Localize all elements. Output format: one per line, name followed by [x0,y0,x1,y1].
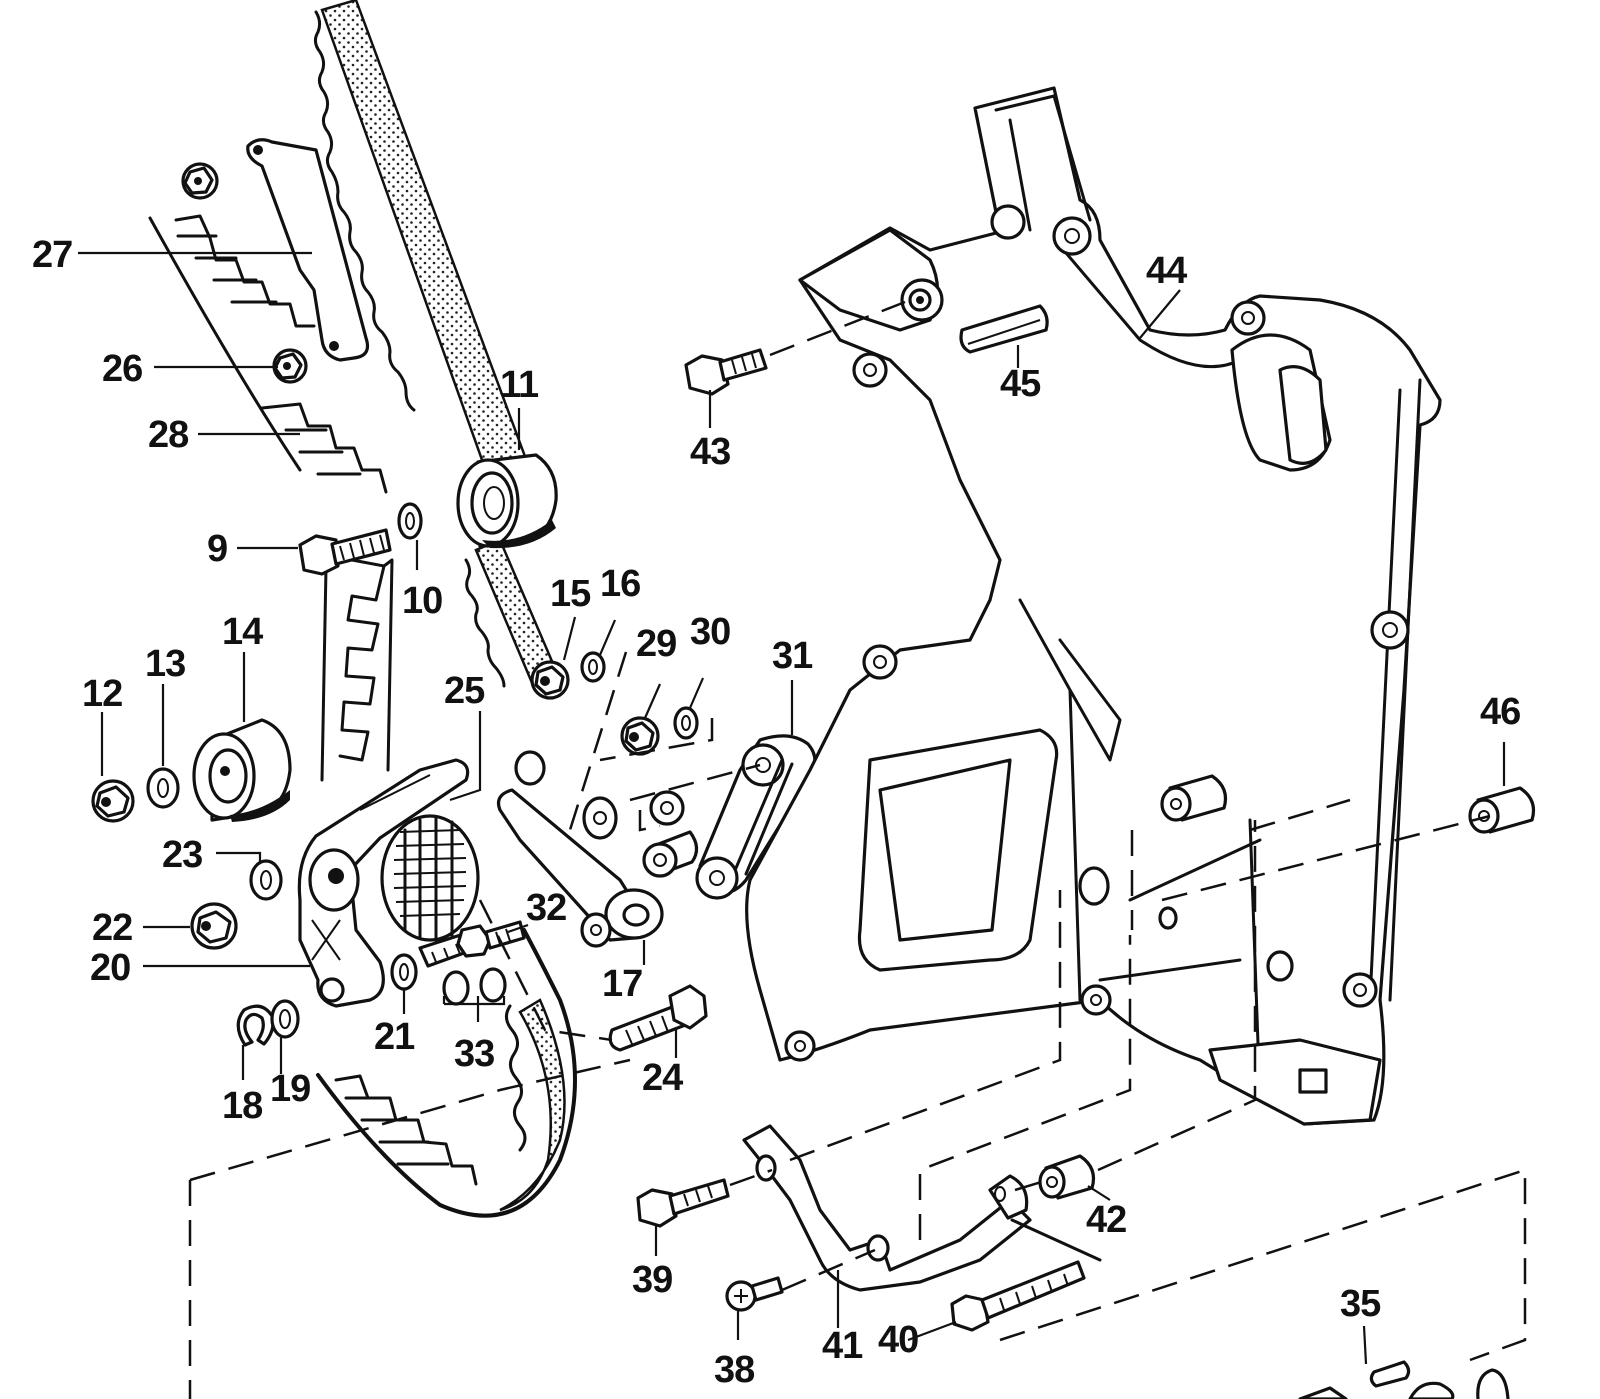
callout-35: 35 [1340,1283,1381,1325]
callout-13: 13 [145,643,185,685]
callout-14: 14 [222,611,263,653]
timing-belt-toothed-strand [148,214,394,782]
callout-24: 24 [642,1057,683,1099]
stud-32 [418,920,526,968]
washer-23 [249,859,283,901]
callout-43: 43 [690,431,730,473]
flange-nut-top [181,162,219,200]
washer-16 [580,651,606,683]
pin-35 [1369,1360,1411,1388]
cover-boss-43 [798,228,944,332]
callout-23: 23 [162,834,202,876]
callout-16: 16 [600,563,640,605]
belt-guide-27 [246,138,370,362]
callout-labels: 27 26 28 11 9 10 15 16 14 13 12 29 30 31… [32,234,1521,1391]
bolt-39 [636,1178,730,1228]
assembly-dashed-lines [188,300,1527,1399]
washer-30 [673,706,699,740]
callout-27: 27 [32,234,72,276]
tensioner-pulley-25 [380,814,480,942]
sleeves-31 [642,790,699,878]
washer-10 [397,502,423,540]
callout-42: 42 [1086,1199,1126,1241]
bolt-40 [950,1260,1086,1332]
leader-lines [78,251,1506,1365]
bolt-24 [608,984,708,1052]
spacer-42 [1038,1154,1096,1200]
flange-nut-26 [272,348,308,384]
callout-41: 41 [822,1325,863,1367]
spacer-cover-left [1160,774,1228,822]
callout-44: 44 [1146,250,1187,292]
nut-22 [190,902,238,950]
callout-32: 32 [526,887,566,929]
timing-belt-upper-strand [313,0,562,692]
callout-33: 33 [454,1033,494,1075]
callout-38: 38 [714,1349,754,1391]
washer-13 [146,767,180,809]
nut-15 [530,660,570,700]
callout-31: 31 [772,635,813,677]
callout-39: 39 [632,1259,672,1301]
callout-30: 30 [690,611,730,653]
timing-cover-44 [745,86,1442,1126]
callout-11: 11 [500,364,539,406]
callout-9: 9 [207,528,227,570]
callout-20: 20 [90,947,130,989]
bolt-43 [684,348,768,396]
tensioner-damper-17 [496,750,664,948]
callout-46: 46 [1480,691,1520,733]
callout-26: 26 [102,348,142,390]
seal-strip-45 [959,304,1049,354]
partial-parts-bottom-right [1298,1368,1510,1399]
callout-12: 12 [82,673,122,715]
nut-29 [620,716,660,756]
callout-18: 18 [222,1085,262,1127]
idler-pulley-14 [192,718,292,822]
spacer-46 [1468,786,1536,834]
circlip-18 [236,1004,275,1047]
lower-bracket-41 [742,1124,1102,1292]
callout-22: 22 [92,907,132,949]
bolt-9 [298,528,392,576]
callout-10: 10 [402,580,442,622]
nut-12 [91,779,135,823]
callout-21: 21 [374,1016,415,1058]
callout-28: 28 [148,414,188,456]
screw-38 [725,1276,784,1312]
callout-15: 15 [550,573,591,615]
washer-21 [390,953,418,991]
callout-19: 19 [270,1068,310,1110]
callout-29: 29 [636,623,676,665]
callout-45: 45 [1000,363,1041,405]
o-rings-33 [442,967,507,1006]
callout-40: 40 [878,1319,918,1361]
callout-17: 17 [602,963,642,1005]
tensioner-lever-31 [695,734,817,900]
callout-25: 25 [444,670,485,712]
tensioner-bracket-20 [297,758,470,1008]
timing-belt-lower-loop [316,928,577,1218]
idler-pulley-11 [456,453,558,549]
washer-19 [270,999,300,1039]
